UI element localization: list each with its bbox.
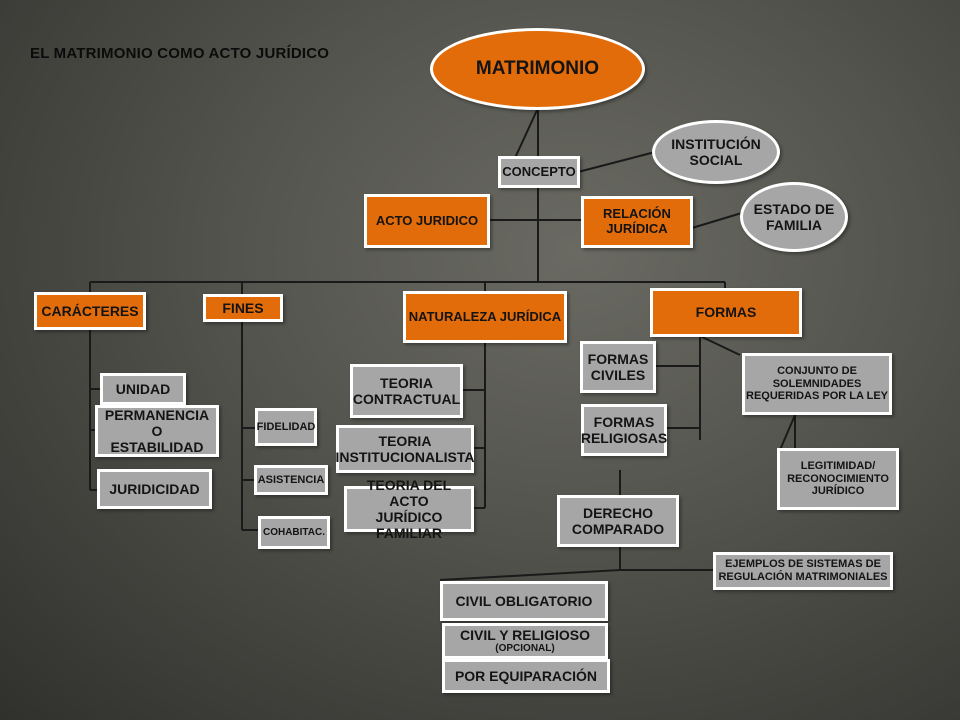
- line-ejemplos-list: [439, 569, 621, 581]
- node-institucion-social-line1: INSTITUCIÓN: [671, 135, 761, 152]
- node-concepto-label: CONCEPTO: [502, 163, 576, 179]
- node-fines: FINES: [203, 294, 283, 322]
- node-fidelidad-label: FIDELIDAD: [256, 420, 316, 433]
- node-unidad-label: UNIDAD: [115, 380, 171, 397]
- line-concepto-institucion: [577, 151, 656, 173]
- node-legitimidad-line1: LEGITIMIDAD/: [800, 460, 876, 473]
- node-formas-civiles: FORMAS CIVILES: [580, 341, 656, 393]
- node-permanencia: PERMANENCIA O ESTABILIDAD: [95, 405, 219, 457]
- line-matrimonio-concepto: [514, 107, 539, 159]
- node-formas-religiosas-line1: FORMAS: [593, 413, 655, 430]
- node-legitimidad-line2: RECONOCIMIENTO: [787, 472, 889, 485]
- node-teoria-contractual-line1: TEORIA: [380, 374, 433, 391]
- node-conjunto-solemnidades: CONJUNTO DE SOLEMNIDADES REQUERIDAS POR …: [742, 353, 892, 415]
- node-derecho-comparado-line2: COMPARADO: [571, 521, 665, 537]
- node-caracteres-label: CARÁCTERES: [41, 302, 139, 319]
- node-naturaleza-juridica-label: NATURALEZA JURÍDICA: [408, 308, 562, 324]
- node-teoria-acto-familiar-line2: JURÍDICO FAMILIAR: [375, 509, 443, 542]
- node-civil-religioso: CIVIL Y RELIGIOSO (OPCIONAL): [442, 623, 608, 659]
- node-juridicidad: JURIDICIDAD: [97, 469, 212, 509]
- node-formas-label: FORMAS: [695, 304, 757, 321]
- node-formas-civiles-line1: FORMAS: [587, 350, 649, 367]
- slide-title: EL MATRIMONIO COMO ACTO JURÍDICO: [30, 45, 330, 62]
- node-derecho-comparado: DERECHO COMPARADO: [557, 495, 679, 547]
- node-concepto: CONCEPTO: [498, 156, 580, 188]
- node-acto-juridico: ACTO JURIDICO: [364, 194, 490, 248]
- node-conjunto-solemnidades-line3: REQUERIDAS POR LA LEY: [746, 390, 888, 403]
- node-estado-de-familia: ESTADO DE FAMILIA: [740, 182, 848, 252]
- node-acto-juridico-label: ACTO JURIDICO: [375, 212, 479, 228]
- node-formas-religiosas: FORMAS RELIGIOSAS: [581, 404, 667, 456]
- node-por-equiparacion-label: POR EQUIPARACIÓN: [454, 667, 598, 684]
- node-relacion-juridica-line2: JURÍDICA: [606, 221, 668, 236]
- node-unidad: UNIDAD: [100, 373, 186, 405]
- node-matrimonio-label: MATRIMONIO: [475, 58, 600, 80]
- node-institucion-social-line2: SOCIAL: [689, 152, 743, 168]
- node-teoria-contractual-line2: CONTRACTUAL: [352, 391, 461, 407]
- node-relacion-juridica-line1: RELACIÓN: [603, 206, 671, 222]
- node-estado-de-familia-line1: ESTADO DE: [753, 200, 835, 217]
- node-conjunto-solemnidades-line2: SOLEMNIDADES: [772, 377, 862, 390]
- line-formas-children: [655, 335, 796, 451]
- node-formas: FORMAS: [650, 288, 802, 337]
- node-derecho-comparado-line1: DERECHO: [582, 504, 653, 521]
- node-teoria-institucionalista-line2: INSTITUCIONALISTA: [335, 449, 475, 465]
- line-fines-children: [241, 320, 260, 531]
- node-civil-religioso-line2: (OPCIONAL): [495, 643, 555, 655]
- node-institucion-social: INSTITUCIÓN SOCIAL: [652, 120, 780, 184]
- node-formas-civiles-line2: CIVILES: [590, 367, 646, 383]
- node-relacion-juridica: RELACIÓN JURÍDICA: [581, 196, 693, 248]
- node-teoria-institucionalista: TEORIA INSTITUCIONALISTA: [336, 425, 474, 473]
- node-asistencia: ASISTENCIA: [254, 465, 328, 495]
- node-legitimidad: LEGITIMIDAD/ RECONOCIMIENTO JURÍDICO: [777, 448, 899, 510]
- line-caracteres-children: [89, 328, 102, 491]
- node-teoria-contractual: TEORIA CONTRACTUAL: [350, 364, 463, 418]
- node-fidelidad: FIDELIDAD: [255, 408, 317, 446]
- node-juridicidad-label: JURIDICIDAD: [109, 480, 200, 497]
- node-formas-religiosas-line2: RELIGIOSAS: [580, 430, 668, 446]
- node-matrimonio: MATRIMONIO: [430, 28, 645, 110]
- node-ejemplos-sistemas-line2: REGULACIÓN MATRIMONIALES: [718, 571, 888, 583]
- node-teoria-institucionalista-line1: TEORIA: [378, 432, 432, 449]
- node-ejemplos-sistemas-line1: EJEMPLOS DE SISTEMAS DE: [725, 558, 881, 571]
- node-ejemplos-sistemas: EJEMPLOS DE SISTEMAS DE REGULACIÓN MATRI…: [713, 552, 893, 590]
- node-conjunto-solemnidades-line1: CONJUNTO DE: [777, 365, 857, 378]
- node-legitimidad-line3: JURÍDICO: [811, 485, 865, 498]
- node-civil-obligatorio-label: CIVIL OBLIGATORIO: [455, 592, 593, 609]
- node-civil-obligatorio: CIVIL OBLIGATORIO: [440, 581, 608, 621]
- node-teoria-acto-familiar: TEORIA DEL ACTO JURÍDICO FAMILIAR: [344, 477, 474, 541]
- line-relacion-estado: [691, 211, 746, 229]
- node-caracteres: CARÁCTERES: [34, 292, 146, 330]
- node-cohabitac-label: COHABITAC.: [262, 526, 326, 538]
- node-teoria-acto-familiar-line1: TEORIA DEL ACTO: [366, 476, 452, 509]
- line-naturaleza-children: [462, 340, 486, 509]
- node-naturaleza-juridica: NATURALEZA JURÍDICA: [403, 291, 567, 343]
- node-permanencia-line2: ESTABILIDAD: [110, 439, 204, 456]
- node-civil-religioso-line1: CIVIL Y RELIGIOSO: [460, 627, 590, 644]
- node-fines-label: FINES: [222, 299, 264, 316]
- node-por-equiparacion: POR EQUIPARACIÓN: [442, 659, 610, 693]
- node-permanencia-line1: PERMANENCIA O: [104, 406, 210, 439]
- node-estado-de-familia-line2: FAMILIA: [766, 217, 822, 233]
- node-cohabitac: COHABITAC.: [258, 516, 330, 549]
- node-asistencia-label: ASISTENCIA: [257, 473, 325, 486]
